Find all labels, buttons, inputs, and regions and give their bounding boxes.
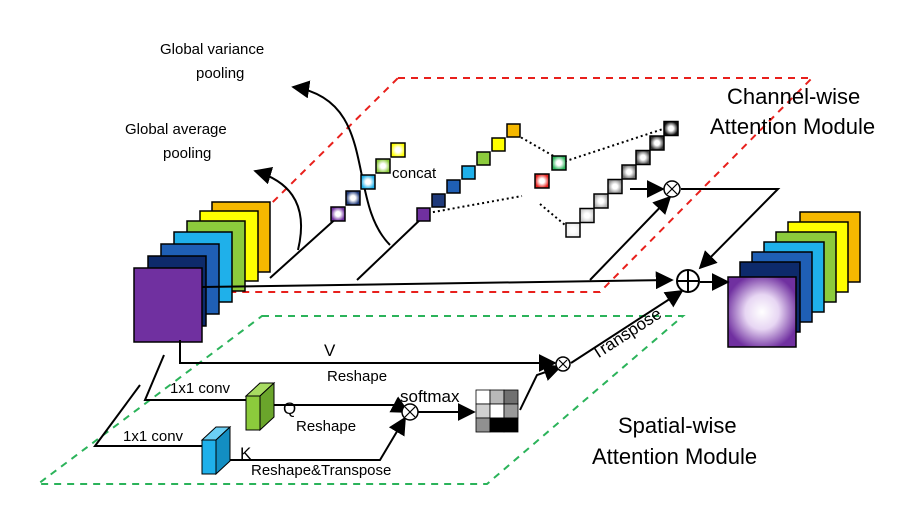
concat-vector-cell	[431, 193, 446, 208]
channel-out-arrow	[681, 188, 781, 270]
input-feature-stack	[133, 201, 271, 343]
mlp-vector-cell	[551, 155, 567, 171]
v-path	[179, 340, 557, 372]
pooled-vector-cell	[375, 158, 391, 174]
v-label: V	[324, 341, 336, 360]
global-variance-label-2: pooling	[196, 65, 244, 82]
softmax-attention-map	[475, 389, 519, 433]
transpose-label: Transpose	[588, 304, 665, 363]
dotted-link	[427, 195, 523, 214]
weight-vector-cell	[593, 193, 609, 209]
q-input-path	[143, 354, 246, 401]
spatial-module-label-1: Spatial-wise	[618, 413, 737, 438]
channel-module-label-1: Channel-wise	[727, 84, 860, 109]
k-label: K	[240, 444, 252, 463]
global-average-label-1: Global average	[125, 121, 227, 138]
channel-module-label-2: Attention Module	[710, 114, 875, 139]
reshape-q-label: Reshape	[296, 418, 356, 435]
dotted-link	[539, 203, 572, 231]
reshape-v-label: Reshape	[327, 368, 387, 385]
spatial-attention-plane	[35, 315, 686, 485]
concat-label: concat	[392, 165, 437, 182]
add-icon	[676, 269, 700, 293]
spatial-module-label-2: Attention Module	[592, 444, 757, 469]
line-to-vec-left	[269, 214, 341, 279]
stack-front-glow	[727, 276, 797, 348]
concat-vector-cell	[461, 165, 476, 180]
variance-pooling-arrow	[291, 80, 391, 246]
channel-multiply-icon	[663, 180, 681, 198]
average-pooling-arrow	[253, 167, 303, 251]
conv-q-label: 1x1 conv	[170, 380, 231, 397]
weight-vector-cell	[635, 149, 651, 166]
pooled-vector-cell	[330, 206, 346, 222]
q-conv-block	[244, 381, 276, 432]
output-feature-stack	[727, 211, 861, 348]
conv-k-label: 1x1 conv	[123, 428, 184, 445]
weight-vector-cell	[621, 164, 637, 180]
weight-vector-cell	[579, 207, 595, 224]
softmax-to-multiply	[519, 363, 562, 411]
channel-attention-plane	[179, 77, 815, 293]
global-variance-label-1: Global variance	[160, 41, 264, 58]
k-conv-block	[200, 425, 232, 476]
concat-vector-cell	[491, 137, 506, 152]
concat-vector-cell	[506, 123, 521, 138]
spatial-multiply-icon-1	[401, 403, 419, 421]
k-to-multiply	[224, 416, 406, 461]
main-skip-line	[201, 271, 674, 290]
q-label: Q	[283, 399, 296, 418]
global-average-label-2: pooling	[163, 145, 211, 162]
line-to-vec-right	[356, 216, 424, 281]
weight-vector-cell	[649, 135, 665, 151]
spatial-multiply-icon-2	[555, 356, 571, 372]
mlp-vector-cell	[534, 173, 550, 189]
dotted-link	[559, 127, 667, 164]
weight-vector-cell	[565, 222, 581, 238]
transpose-arrow	[570, 290, 684, 364]
reshape-transpose-label: Reshape&Transpose	[251, 462, 391, 479]
softmax-label: softmax	[400, 387, 460, 406]
pooled-vector-cell	[390, 142, 406, 158]
weight-vector-cell	[663, 120, 679, 137]
pooled-vector-cell	[360, 174, 376, 190]
k-input-path	[93, 384, 206, 447]
pooled-vector-cell	[345, 190, 361, 206]
weight-vector-cell	[607, 178, 623, 195]
stack-front-purple	[133, 267, 203, 343]
weight-to-mult-line	[589, 195, 672, 281]
concat-vector-cell	[416, 207, 431, 222]
concat-vector-cell	[476, 151, 491, 166]
concat-vector-cell	[446, 179, 461, 194]
